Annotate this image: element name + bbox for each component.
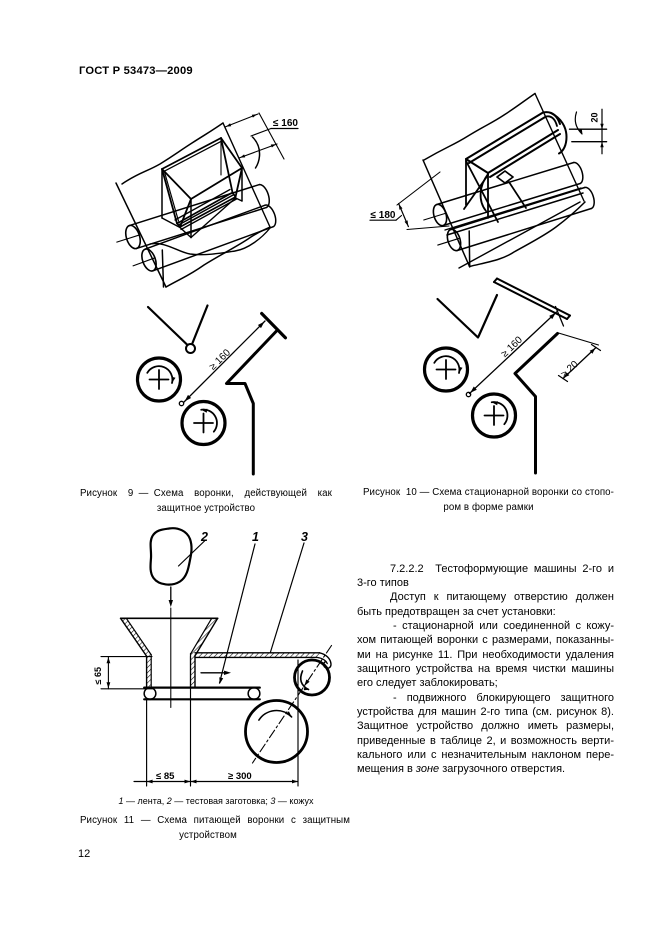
svg-text:≥ 20: ≥ 20 (559, 359, 581, 381)
svg-text:3: 3 (301, 530, 308, 544)
svg-text:≥ 160: ≥ 160 (207, 347, 233, 373)
svg-text:≤ 85: ≤ 85 (156, 771, 175, 782)
svg-text:1: 1 (252, 530, 259, 544)
svg-text:≥ 300: ≥ 300 (228, 771, 252, 782)
svg-text:≤ 180: ≤ 180 (371, 210, 396, 221)
svg-text:≥ 160: ≥ 160 (499, 334, 525, 359)
svg-text:≤ 65: ≤ 65 (93, 667, 103, 684)
svg-text:≤ 160: ≤ 160 (273, 118, 298, 129)
svg-text:20: 20 (590, 112, 600, 122)
svg-text:2: 2 (200, 530, 208, 544)
